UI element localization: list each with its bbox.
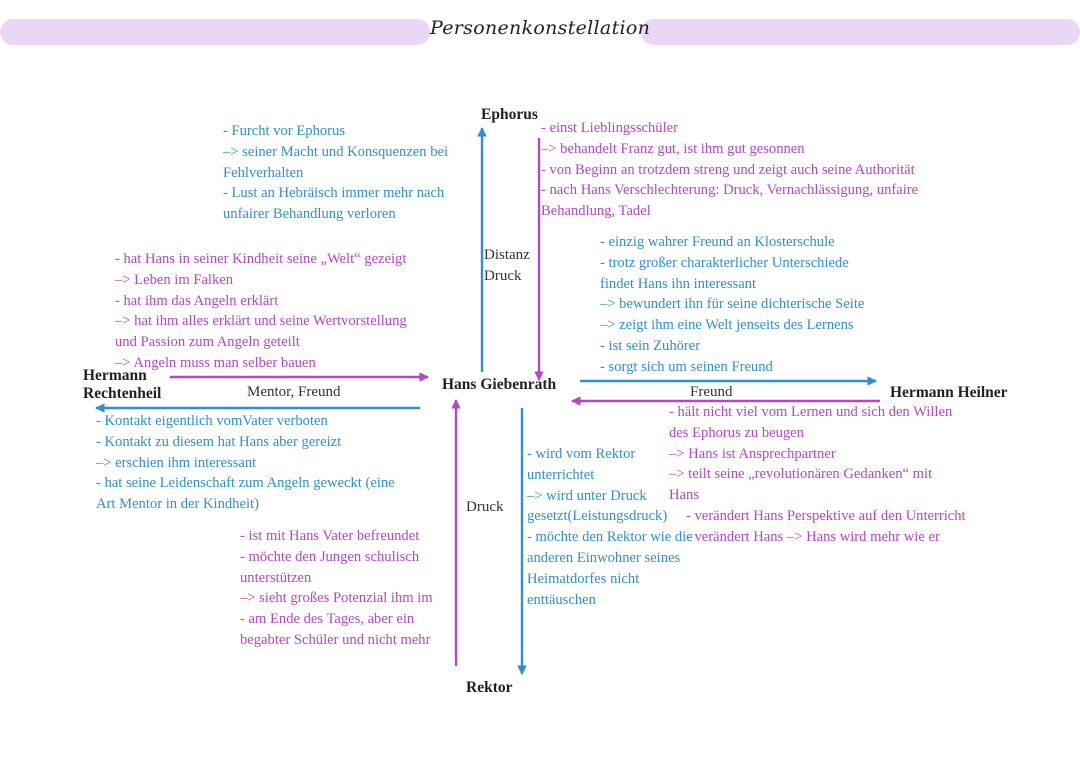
note-line: begabter Schüler und nicht mehr [240, 631, 431, 648]
node-ephorus: Ephorus [481, 106, 538, 123]
note-line: –> erschien ihm interessant [96, 454, 257, 471]
note-line: - sorgt sich um seinen Freund [600, 358, 773, 375]
note-line: - möchte den Jungen schulisch [240, 548, 420, 565]
edge-label-freund: Freund [690, 384, 733, 400]
note-line: - Kontakt zu diesem hat Hans aber gereiz… [96, 433, 342, 450]
node-hermann-rechtenheil: Hermann Rechtenheil [83, 367, 161, 403]
note-line: - verändert Hans Perspektive auf den Unt… [686, 507, 966, 524]
note-line: –> seiner Macht und Konsquenzen bei [223, 143, 449, 160]
note-line: findet Hans ihn interessant [600, 275, 757, 292]
note-line: - möchte den Rektor wie die [527, 529, 693, 546]
note-line: Heimatdorfes nicht [527, 570, 640, 587]
note-line: - trotz großer charakterlicher Unterschi… [600, 254, 849, 271]
note-ephorus-to-hans: - einst Lieblingsschüler –> behandelt Fr… [541, 118, 918, 222]
node-rechtenheil-line-2: Rechtenheil [83, 385, 162, 402]
title-banner-right [641, 19, 1080, 45]
note-line: –> behandelt Franz gut, ist ihm gut geso… [541, 140, 805, 157]
note-line: –> wird unter Druck [527, 487, 647, 504]
note-line: unfairer Behandlung verloren [223, 206, 396, 223]
node-hermann-heilner: Hermann Heilner [890, 384, 1008, 401]
note-line: des Ephorus zu beugen [669, 424, 804, 441]
node-hans-giebenrath: Hans Giebenrath [442, 376, 557, 393]
note-line: –> Hans ist Ansprechpartner [669, 444, 966, 465]
note-line: - hat seine Leidenschaft zum Angeln gewe… [96, 475, 395, 492]
node-rechtenheil-line-1: Hermann [83, 367, 147, 384]
note-line: - verändert Hans –> Hans wird mehr wie e… [686, 528, 940, 545]
note-line: –> Leben im Falken [115, 271, 234, 288]
note-line: enttäuschen [527, 591, 596, 608]
note-line: Hans [669, 487, 699, 504]
node-rektor: Rektor [466, 679, 513, 696]
note-line: - Kontakt eigentlich vomVater verboten [96, 413, 328, 429]
note-line: - wird vom Rektor [527, 446, 636, 462]
note-line: - hat ihm das Angeln erklärt [115, 292, 279, 309]
note-line: Art Mentor in der Kindheit) [96, 496, 259, 513]
note-line: –> sieht großes Potenzial ihm im [240, 590, 433, 607]
edge-label-distanz: Distanz [484, 247, 530, 263]
note-line: - einzig wahrer Freund an Klosterschule [600, 234, 835, 250]
note-line: - ist sein Zuhörer [600, 337, 701, 354]
note-hans-to-rektor: - wird vom Rektor unterrichtet –> wird u… [527, 444, 693, 610]
note-line: - hält nicht viel vom Lernen und sich de… [669, 404, 953, 420]
note-line: –> zeigt ihm eine Welt jenseits des Lern… [600, 317, 854, 334]
note-heilner-to-hans: - hält nicht viel vom Lernen und sich de… [669, 402, 966, 548]
edge-label-druck-rektor: Druck [466, 499, 504, 515]
note-line: - ist mit Hans Vater befreundet [240, 528, 420, 544]
note-line: unterstützen [240, 569, 312, 586]
note-line: - von Beginn an trotzdem streng und zeig… [541, 161, 915, 178]
note-text: –> Hans ist Ansprechpartner [669, 445, 836, 462]
note-hans-to-rechtenheil: - Kontakt eigentlich vomVater verboten -… [96, 411, 395, 515]
note-line: - nach Hans Verschlechterung: Druck, Ver… [541, 182, 919, 199]
note-line: gesetzt(Leistungsdruck) [527, 508, 668, 525]
note-line: anderen Einwohner seines [527, 549, 681, 566]
note-line: Behandlung, Tadel [541, 203, 651, 220]
note-line: –> bewundert ihn für seine dichterische … [600, 296, 865, 313]
note-line: - Furcht vor Ephorus [223, 123, 346, 139]
note-line: - am Ende des Tages, aber ein [240, 611, 415, 628]
edge-label-druck-ephorus: Druck [484, 268, 522, 284]
edge-label-mentor-freund: Mentor, Freund [247, 384, 341, 400]
note-line: –> hat ihm alles erklärt und seine Wertv… [115, 313, 407, 330]
note-line: - hat Hans in seiner Kindheit seine „Wel… [115, 251, 407, 267]
note-hans-to-ephorus: - Furcht vor Ephorus –> seiner Macht und… [223, 121, 448, 225]
note-line: - einst Lieblingsschüler [541, 120, 678, 136]
note-line: Fehlverhalten [223, 164, 304, 181]
page-title: Personenkonstellation [430, 17, 651, 39]
note-rechtenheil-to-hans: - hat Hans in seiner Kindheit seine „Wel… [115, 249, 407, 374]
note-line: und Passion zum Angeln geteilt [115, 334, 300, 351]
note-hans-to-heilner: - einzig wahrer Freund an Klosterschule … [600, 232, 864, 378]
title-banner-left [0, 19, 430, 45]
note-line: –> Angeln muss man selber bauen [115, 354, 316, 371]
note-line: - Lust an Hebräisch immer mehr nach [223, 185, 445, 202]
note-rektor-to-hans: - ist mit Hans Vater befreundet - möchte… [240, 526, 433, 651]
note-line: unterrichtet [527, 466, 595, 483]
note-line: –> teilt seine „revolutionären Gedanken“… [669, 466, 933, 483]
